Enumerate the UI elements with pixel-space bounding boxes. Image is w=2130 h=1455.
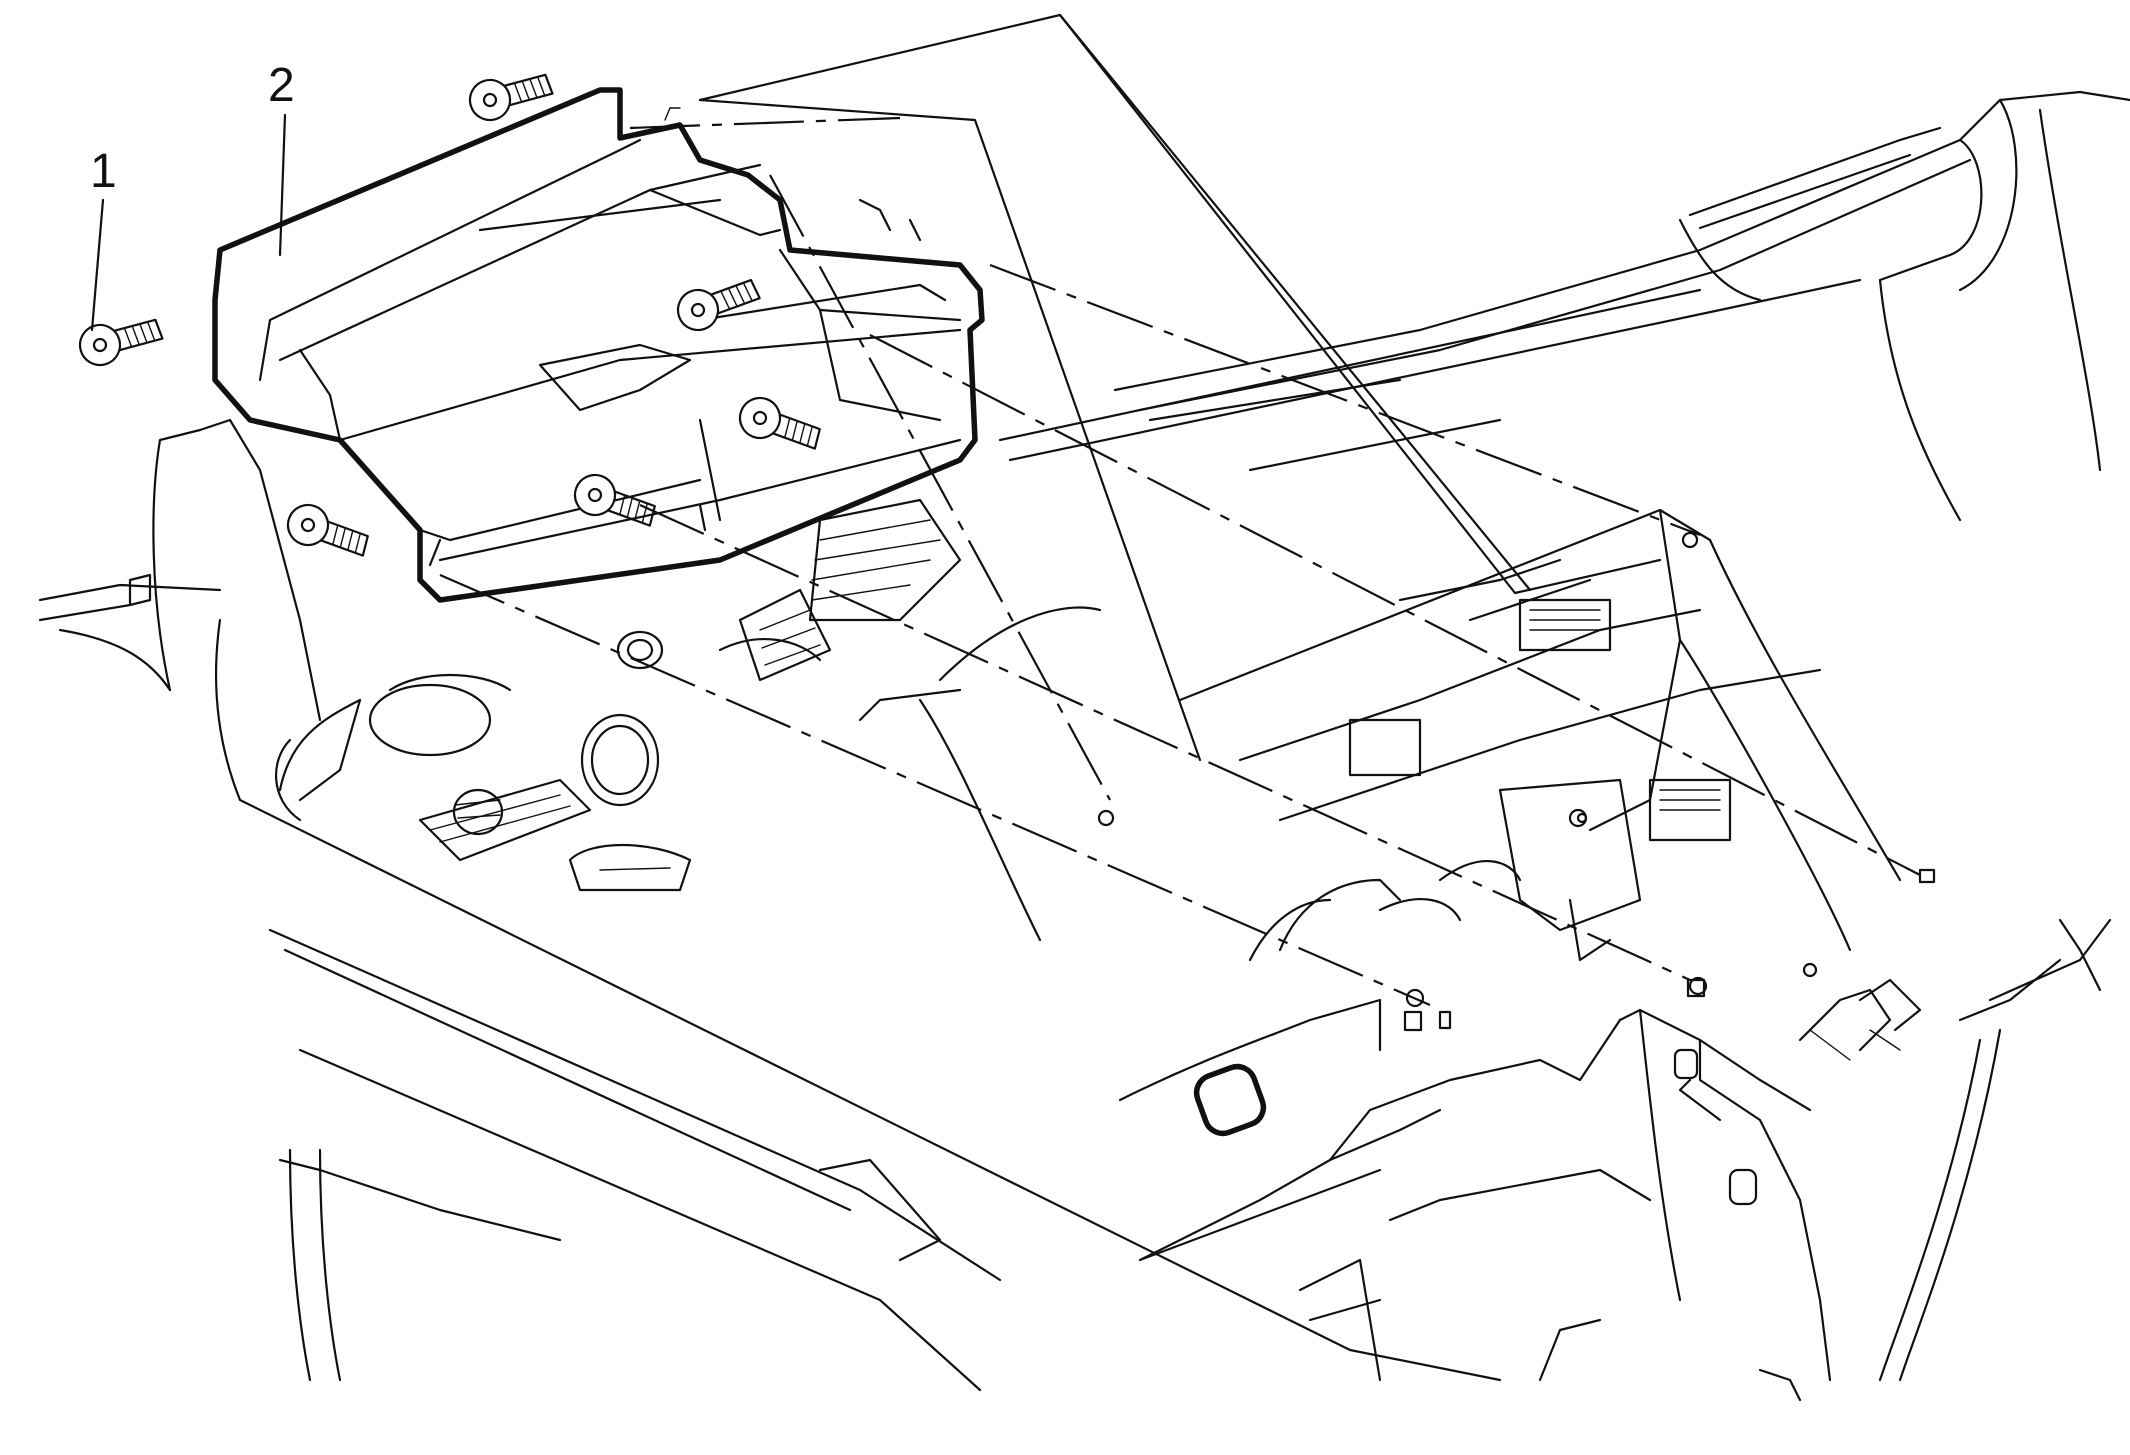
callout-label-2: 2 bbox=[268, 59, 295, 112]
screws bbox=[78, 73, 821, 557]
left-dash-side bbox=[38, 418, 1502, 1392]
screw-6 bbox=[286, 503, 369, 557]
alignment-lines bbox=[439, 116, 1921, 1007]
screw-2 bbox=[468, 73, 554, 122]
right-lower-panel bbox=[1138, 918, 2112, 1402]
callout-leaders bbox=[90, 113, 287, 332]
instrument-panel-carrier bbox=[698, 13, 2130, 1032]
screw-4 bbox=[738, 396, 821, 450]
callout-label-1: 1 bbox=[90, 145, 117, 198]
screw-1 bbox=[78, 318, 164, 367]
bracket-part bbox=[212, 87, 985, 603]
screw-3 bbox=[676, 278, 761, 332]
screw-5 bbox=[573, 473, 656, 527]
